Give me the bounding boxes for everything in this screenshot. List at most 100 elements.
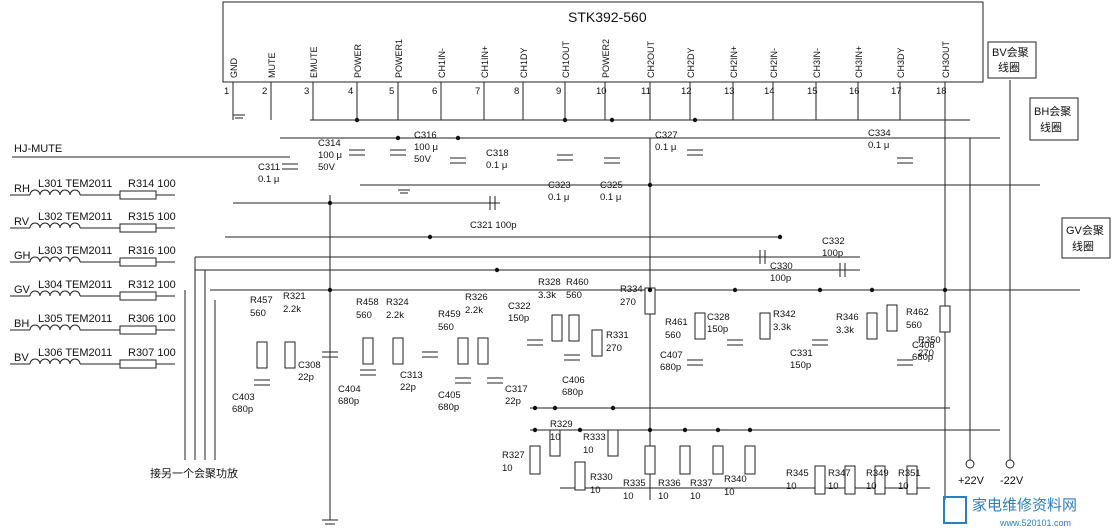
resistor-value: 10 <box>690 491 701 502</box>
junction-dot <box>427 234 433 240</box>
capacitor-value: 22p <box>298 372 314 383</box>
pin-number: 11 <box>641 86 651 97</box>
resistor-value: 560 <box>665 330 681 341</box>
resistor-ref: R345 <box>786 468 809 479</box>
capacitor-value: 0.1 μ <box>655 142 676 153</box>
junction-dot <box>647 427 653 433</box>
pin-number: 8 <box>514 86 519 97</box>
resistor-value: 10 <box>724 487 735 498</box>
capacitor-ref: C403 <box>232 392 255 403</box>
resistor-value: 3.3k <box>836 325 854 336</box>
junction-dot <box>494 267 500 273</box>
resistor-value: 10 <box>898 481 909 492</box>
svg-text:www.520101.com: www.520101.com <box>999 518 1071 528</box>
junction-dot <box>562 117 568 123</box>
ic-pin: CH2IN+ 13 <box>724 46 739 120</box>
capacitor-ref: C404 <box>338 384 361 395</box>
resistor-ref: R333 <box>583 432 606 443</box>
ic-pin: CH2IN-14 <box>764 48 779 120</box>
signal-label: GH <box>14 250 31 262</box>
capacitor-ref: C334 <box>868 128 891 139</box>
resistor-ref: R321 <box>283 291 306 302</box>
bv-coil-box: BV会聚 线圈 <box>987 41 1037 79</box>
junction-dot <box>647 287 653 293</box>
junction-dot <box>577 427 583 433</box>
resistor-ref: R335 <box>623 478 646 489</box>
resistor-label: R307 100 <box>128 347 176 359</box>
capacitor-value: 22p <box>505 396 521 407</box>
resistor-value: 2.2k <box>283 304 301 315</box>
resistor-ref: R324 <box>386 297 409 308</box>
pin-number: 15 <box>807 86 818 97</box>
junction-dot <box>532 405 538 411</box>
capacitor-ref: C321 100p <box>470 220 516 231</box>
inductor-label: L301 TEM2011 <box>38 178 112 190</box>
capacitor-ref: C314 <box>318 138 341 149</box>
capacitor-ref: C318 <box>486 148 509 159</box>
capacitor-value: 0.1 μ <box>868 140 889 151</box>
capacitor-value: 100p <box>770 273 791 284</box>
pin-name: CH3DY <box>896 47 906 78</box>
capacitor-ref: C316 <box>414 130 437 141</box>
junction-dot <box>732 287 738 293</box>
resistor-label: R312 100 <box>128 279 176 291</box>
resistor-ref: R462 <box>906 307 929 318</box>
resistor-value: 10 <box>828 481 839 492</box>
capacitor-ref: C328 <box>707 312 730 323</box>
ic-title: STK392-560 <box>568 9 647 25</box>
resistor-value: 3.3k <box>538 290 556 301</box>
pin-name: CH1IN- <box>437 48 447 78</box>
inductor-label: L306 TEM2011 <box>38 347 112 359</box>
resistor-label: R306 100 <box>128 313 176 325</box>
capacitor-ref: C332 <box>822 236 845 247</box>
pin-number: 13 <box>724 86 735 97</box>
pin-name: CH3OUT <box>941 40 951 78</box>
resistor-ref: R340 <box>724 474 747 485</box>
resistor-ref: R457 <box>250 295 273 306</box>
capacitor-value: 680p <box>912 352 933 363</box>
ic-body <box>222 1 984 83</box>
capacitor-value: 100p <box>822 248 843 259</box>
capacitor-ref: C322 <box>508 301 531 312</box>
signal-label: RV <box>14 216 30 228</box>
inductor-label: L305 TEM2011 <box>38 313 112 325</box>
pin-name: GND <box>229 58 239 79</box>
resistor-ref: R342 <box>773 309 796 320</box>
capacitor-ref: C408 <box>912 340 935 351</box>
pin-name: CH2IN+ <box>729 46 739 78</box>
resistor-value: 2.2k <box>465 305 483 316</box>
pin-name: CH2DY <box>686 47 696 78</box>
capacitor-value: 0.1 μ <box>548 192 569 203</box>
capacitor-ref: C327 <box>655 130 678 141</box>
pin-number: 1 <box>224 86 229 97</box>
resistor-ref: R336 <box>658 478 681 489</box>
resistor-ref: R350 <box>918 335 941 346</box>
